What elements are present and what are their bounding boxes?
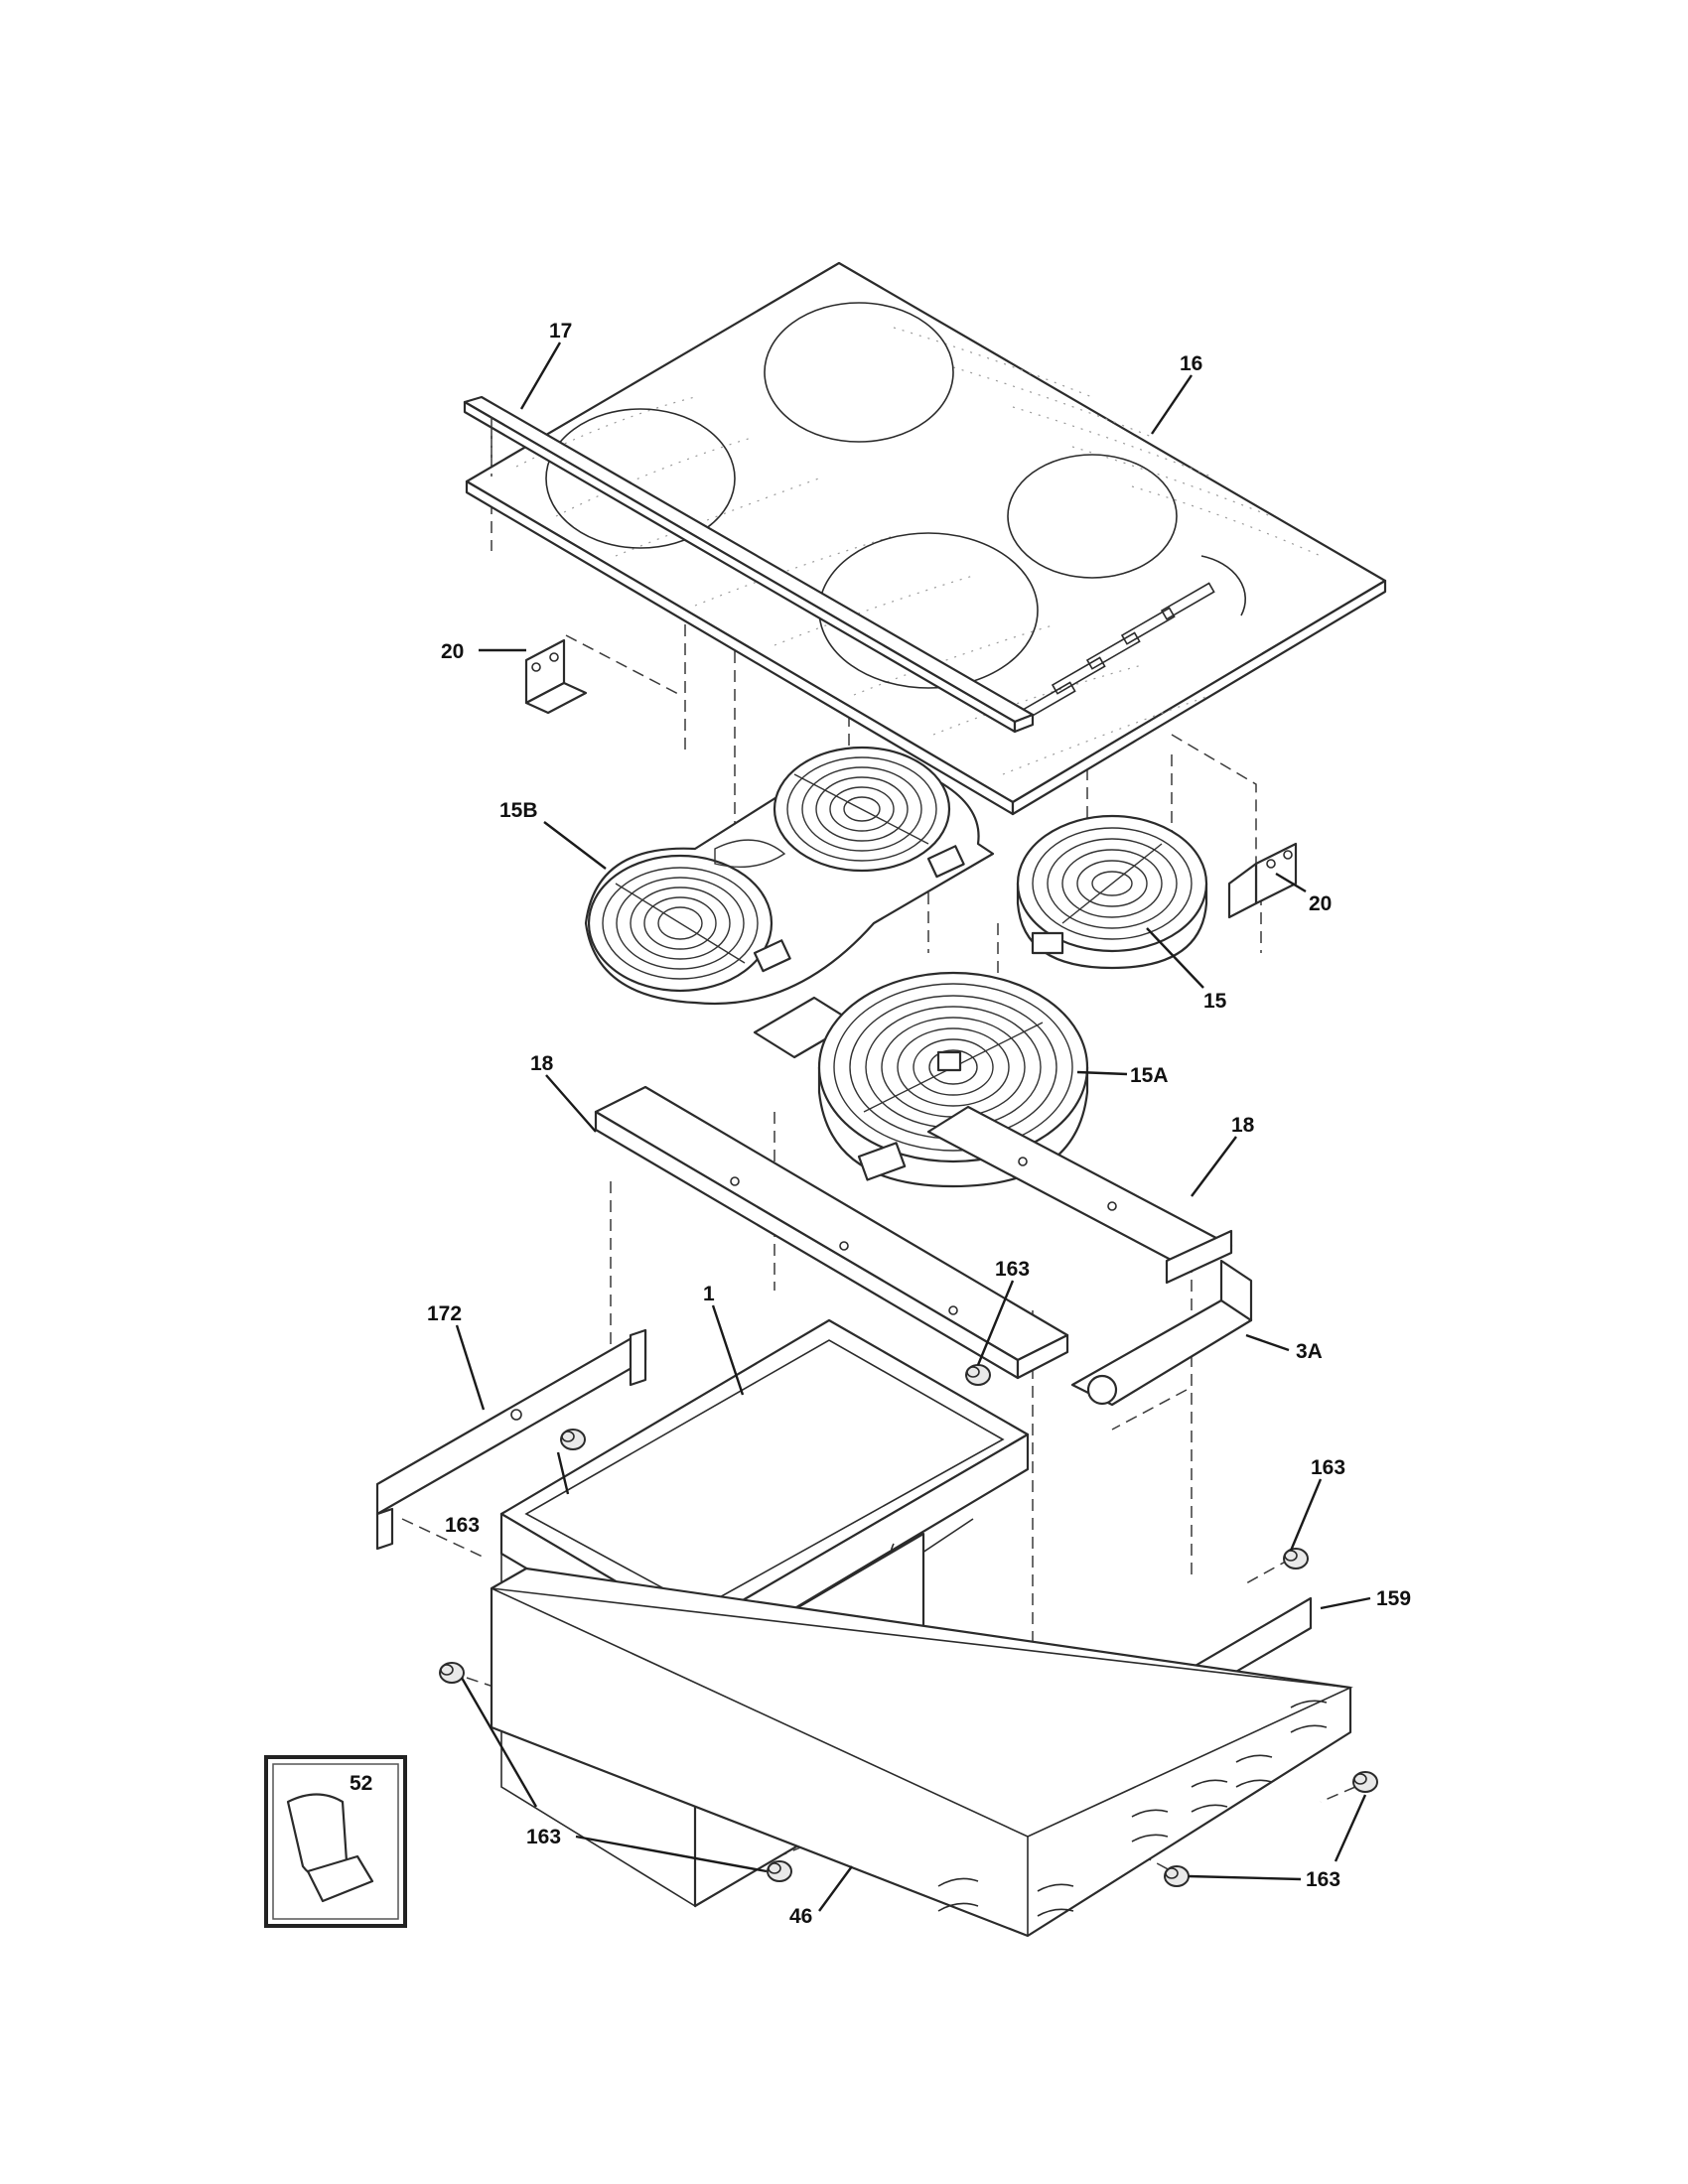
grommet [1164, 1865, 1190, 1887]
callout-159: 159 [1376, 1587, 1411, 1610]
callout-163-left: 163 [445, 1514, 480, 1537]
dual-radiant-element-part [584, 746, 995, 1005]
callout-18-left: 18 [530, 1052, 554, 1075]
callout-52: 52 [350, 1772, 372, 1795]
inset-box-52 [264, 1755, 407, 1928]
leader-lines [455, 341, 1371, 1912]
callout-18-right: 18 [1231, 1114, 1255, 1137]
glass-cooktop-part [465, 261, 1387, 816]
grommet [965, 1364, 991, 1386]
callout-46: 46 [789, 1905, 812, 1928]
callout-15: 15 [1203, 990, 1227, 1013]
callout-17: 17 [549, 320, 572, 342]
grommet [767, 1860, 792, 1882]
callout-3a: 3A [1296, 1340, 1323, 1363]
grommet [1352, 1771, 1378, 1793]
callout-labels: 17 16 20 20 15B 15 15A 18 18 163 172 1 3… [350, 320, 1411, 1928]
callout-163-bottom-left: 163 [526, 1826, 561, 1848]
callout-163-rail: 163 [995, 1258, 1030, 1281]
callout-1: 1 [703, 1283, 715, 1305]
callout-15b: 15B [499, 799, 538, 822]
callout-172: 172 [427, 1302, 462, 1325]
side-bracket-172-part [375, 1328, 647, 1551]
grommet [1283, 1548, 1309, 1570]
small-radiant-element-part [1016, 814, 1208, 970]
grommets-163-part [439, 1364, 1378, 1887]
callout-20-right: 20 [1309, 892, 1332, 915]
side-bracket-3a-part [1070, 1259, 1253, 1407]
callout-16: 16 [1180, 352, 1202, 375]
callout-163-bottom-right: 163 [1306, 1868, 1340, 1891]
grommet [439, 1662, 465, 1684]
grommet [560, 1429, 586, 1450]
trim-strip-part [463, 395, 1035, 734]
callout-20-left: 20 [441, 640, 464, 663]
bracket-left-part [524, 638, 588, 715]
callout-163-right: 163 [1311, 1456, 1345, 1479]
support-rail-left-part [594, 1085, 1069, 1380]
callout-15a: 15A [1130, 1064, 1169, 1087]
support-rail-right-part [926, 1105, 1233, 1285]
